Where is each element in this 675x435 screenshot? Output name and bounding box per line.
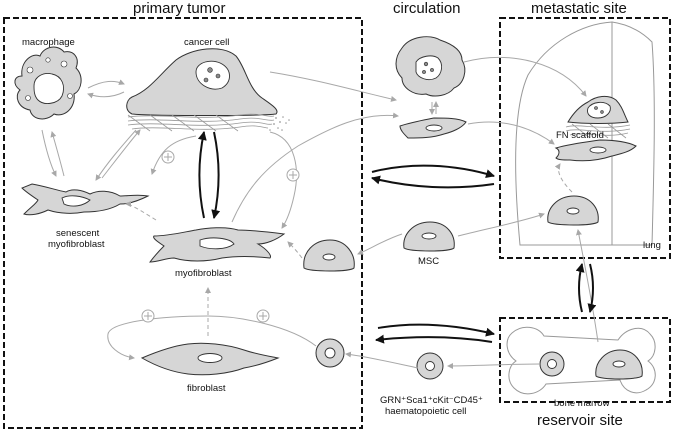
metastatic-site-box [499, 17, 671, 259]
senescent-label-line1: senescent [56, 228, 100, 239]
msc-cell [403, 221, 455, 252]
plus-circle-icon [286, 168, 300, 182]
plus-circle-icon [256, 309, 270, 323]
cancer-cell-particles [269, 116, 290, 131]
circulating-cancer-cell [395, 36, 466, 97]
bone-marrow-haematopoietic-cell [539, 351, 565, 377]
plus-circle-icon [161, 150, 175, 164]
grey-arrows-circulation [429, 56, 599, 369]
haematopoietic-cell-tumor [315, 338, 345, 368]
myofibroblast-label: myofibroblast [175, 268, 232, 279]
macrophage-label: macrophage [22, 37, 75, 48]
cancer-cell-matrix [127, 113, 275, 132]
circulating-myofibroblast [399, 117, 467, 139]
macrophage-cell [14, 46, 82, 120]
metastatic-recruited-cell [547, 195, 599, 226]
primary-tumor-title: primary tumor [133, 0, 226, 17]
grey-arrows-primary [41, 71, 419, 369]
metastatic-site-title: metastatic site [531, 0, 627, 17]
senescent-myofibroblast-cell [21, 183, 150, 216]
senescent-label-line2: myofibroblast [48, 239, 105, 250]
bone-marrow-label: bone marrow [554, 398, 610, 409]
haematopoietic-cell [416, 352, 444, 380]
reservoir-site-title: reservoir site [537, 412, 623, 429]
fibroblast-label: fibroblast [187, 383, 226, 394]
bone-marrow-mesenchymal-cell [595, 349, 643, 380]
black-arrows [197, 131, 597, 344]
lung-label: lung [643, 240, 661, 251]
primary-tumor-box [3, 17, 363, 429]
hpc-marker-label: GRN⁺Sca1⁺cKit⁻CD45⁺ [380, 395, 483, 406]
fibroblast-cell [140, 342, 280, 376]
lung-outline [515, 21, 655, 246]
reservoir-site-box [499, 317, 671, 403]
fn-scaffold-fibres [565, 123, 631, 139]
hpc-name-label: haematopoietic cell [385, 406, 467, 417]
msc-label: MSC [418, 256, 440, 267]
cancer-cell-label: cancer cell [184, 37, 230, 48]
plus-circle-icon [141, 309, 155, 323]
myofibroblast-cell [148, 227, 286, 263]
circulation-title: circulation [393, 0, 461, 17]
metastatic-cancer-cell [567, 95, 629, 124]
fn-scaffold-label: FN scaffold [556, 130, 604, 141]
cancer-cell [126, 48, 278, 116]
recruited-mesenchymal-cell [303, 239, 355, 272]
metastatic-myofibroblast [554, 139, 637, 162]
